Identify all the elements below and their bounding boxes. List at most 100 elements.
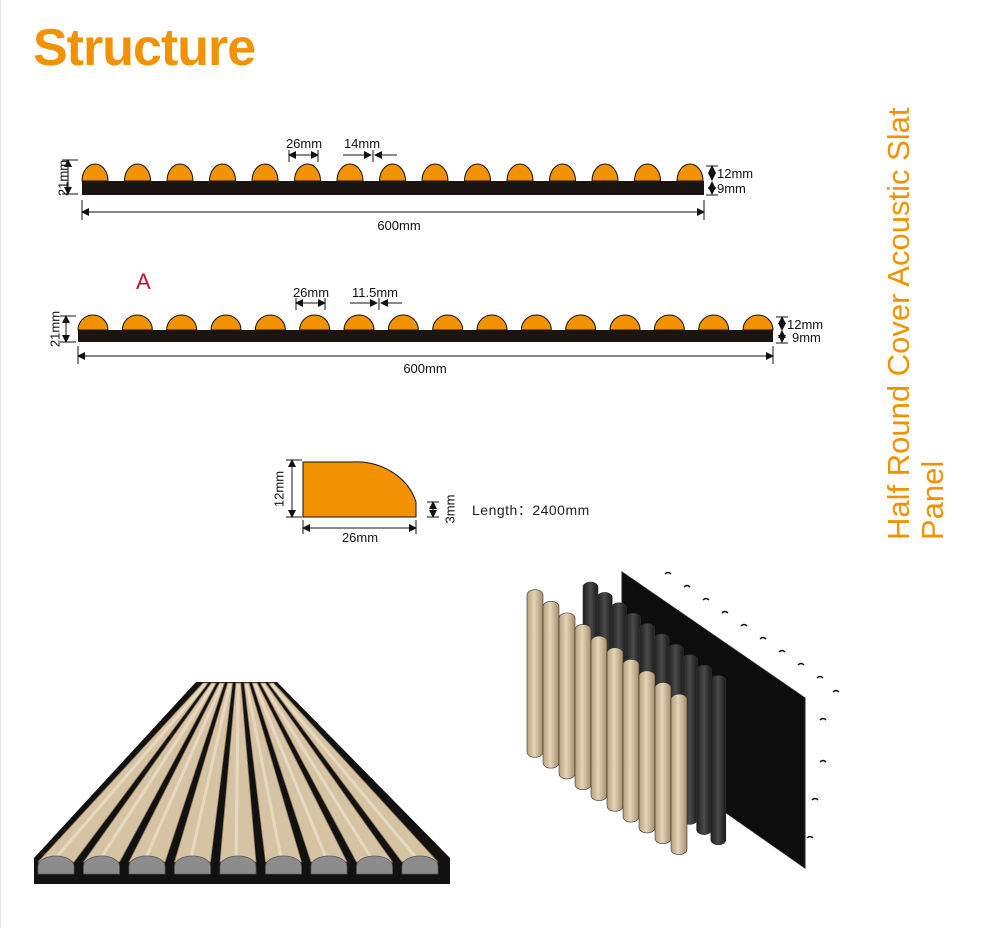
panel-1-slat xyxy=(421,163,449,182)
illustration-slat-highlight xyxy=(189,683,232,861)
panel-1-slat xyxy=(123,163,152,182)
panel-2-slat xyxy=(387,314,419,331)
screw-icon xyxy=(811,797,819,801)
illustration-slat-highlight xyxy=(269,683,420,861)
exploded-wood-slat xyxy=(638,670,656,834)
exploded-wood-slat xyxy=(622,659,640,823)
panel-1-slat xyxy=(378,163,407,182)
illustration-slat xyxy=(251,682,348,863)
screw-icon xyxy=(832,689,840,693)
panel-2-slat xyxy=(653,314,685,331)
panel-2-slat xyxy=(742,314,774,331)
illustration-slat-end xyxy=(401,855,439,875)
slat-profile: 12mm 26mm 3mm xyxy=(271,459,457,545)
panel-1-slat xyxy=(208,163,237,182)
panel-1-slat xyxy=(166,163,194,182)
profile-width-label: 26mm xyxy=(342,530,378,545)
screw-icon xyxy=(819,717,827,721)
panel-1-width-label: 600mm xyxy=(377,218,420,233)
panel-1-slat-height-label: 12mm xyxy=(717,166,753,181)
illustration-slat-highlight xyxy=(143,683,224,861)
panel-1-base-label: 9mm xyxy=(717,181,746,196)
exploded-wood-slat xyxy=(670,693,688,855)
panel-2-width-label: 600mm xyxy=(403,361,446,376)
panel-1-slat xyxy=(591,163,619,182)
page-title: Structure xyxy=(33,19,256,77)
screw-icon xyxy=(797,662,805,666)
illustration-slat xyxy=(173,682,234,863)
panel-1-slat xyxy=(506,163,534,182)
panel-1-height-label: 21mm xyxy=(55,160,70,196)
illustration-slat-end xyxy=(265,855,302,875)
profile-height-label: 12mm xyxy=(271,471,286,507)
panel-illustration xyxy=(34,682,450,884)
illustration-slat-highlight xyxy=(261,683,374,861)
screw-icon xyxy=(702,597,710,601)
illustration-slat-end xyxy=(37,855,75,875)
illustration-slat-end xyxy=(219,855,257,875)
panel-2-slat xyxy=(343,314,375,331)
panel-2-gap-label: 11.5mm xyxy=(352,285,398,300)
panel-2-base xyxy=(78,330,773,342)
profile-length-label: Length：2400mm xyxy=(472,502,590,518)
panel-2-slat xyxy=(121,314,153,331)
panel-1-slat xyxy=(463,163,492,182)
panel-1-gap-label: 14mm xyxy=(344,136,380,151)
panel-1-slat-width-label: 26mm xyxy=(286,136,322,151)
illustration-slat xyxy=(37,682,209,863)
illustration-slat xyxy=(259,682,394,863)
panel-2-slat xyxy=(520,314,552,331)
exploded-felt-slat xyxy=(696,664,712,835)
exploded-wood-slat xyxy=(526,589,544,758)
screw-icon xyxy=(721,610,729,614)
illustration-slat-highlight xyxy=(52,683,207,861)
screw-icon xyxy=(740,623,748,627)
illustration-slat xyxy=(82,682,217,863)
screw-icon xyxy=(664,571,672,575)
left-border xyxy=(0,0,1,928)
screw-icon xyxy=(683,584,691,588)
panel-2-slat xyxy=(77,314,109,331)
panel-2-slat xyxy=(254,314,286,331)
illustration-slat-end xyxy=(128,855,166,875)
illustration-slat-highlight xyxy=(98,683,215,861)
panel-2-base-label: 9mm xyxy=(792,330,821,345)
exploded-view xyxy=(526,571,840,869)
panel-1-slat xyxy=(293,163,322,182)
panel-2: A 21mm 26mm 11.5mm 12mm 9mm 600mm xyxy=(47,269,823,376)
panel-2-slat xyxy=(432,314,464,331)
panel-2-marker: A xyxy=(136,269,151,294)
illustration-slat-end xyxy=(174,855,211,875)
panel-2-slat xyxy=(166,314,198,331)
panel-2-slat xyxy=(299,314,331,331)
panel-2-slat xyxy=(609,314,641,331)
panel-1-slat xyxy=(676,163,704,182)
screw-icon xyxy=(806,835,814,839)
exploded-wood-slat xyxy=(574,624,592,790)
slat-profile-shape xyxy=(302,461,417,518)
illustration-slat xyxy=(243,682,303,863)
exploded-wood-slat xyxy=(606,647,624,812)
panel-1-slat xyxy=(633,163,662,182)
panel-1-slat xyxy=(251,163,279,182)
illustration-slat-highlight xyxy=(234,683,240,861)
panel-1-slat xyxy=(336,163,364,182)
panel-1-base xyxy=(82,181,704,195)
illustration-slat-end xyxy=(356,855,393,875)
panel-1-slat xyxy=(548,163,577,182)
illustration-slats xyxy=(37,682,439,875)
exploded-wood-slat xyxy=(542,601,560,769)
panel-2-height-label: 21mm xyxy=(47,311,62,347)
panel-2-slat xyxy=(210,314,242,331)
exploded-wood-slat xyxy=(558,612,576,780)
screw-icon xyxy=(819,759,827,763)
panel-2-slat xyxy=(565,314,597,331)
panel-2-slat xyxy=(698,314,730,331)
panel-2-slat-width-label: 26mm xyxy=(293,285,329,300)
illustration-slat-end xyxy=(310,855,348,875)
profile-edge-label: 3mm xyxy=(442,495,457,524)
panel-2-slats xyxy=(77,314,774,331)
panel-2-slat xyxy=(476,314,508,331)
panel-1-slat xyxy=(81,163,109,182)
